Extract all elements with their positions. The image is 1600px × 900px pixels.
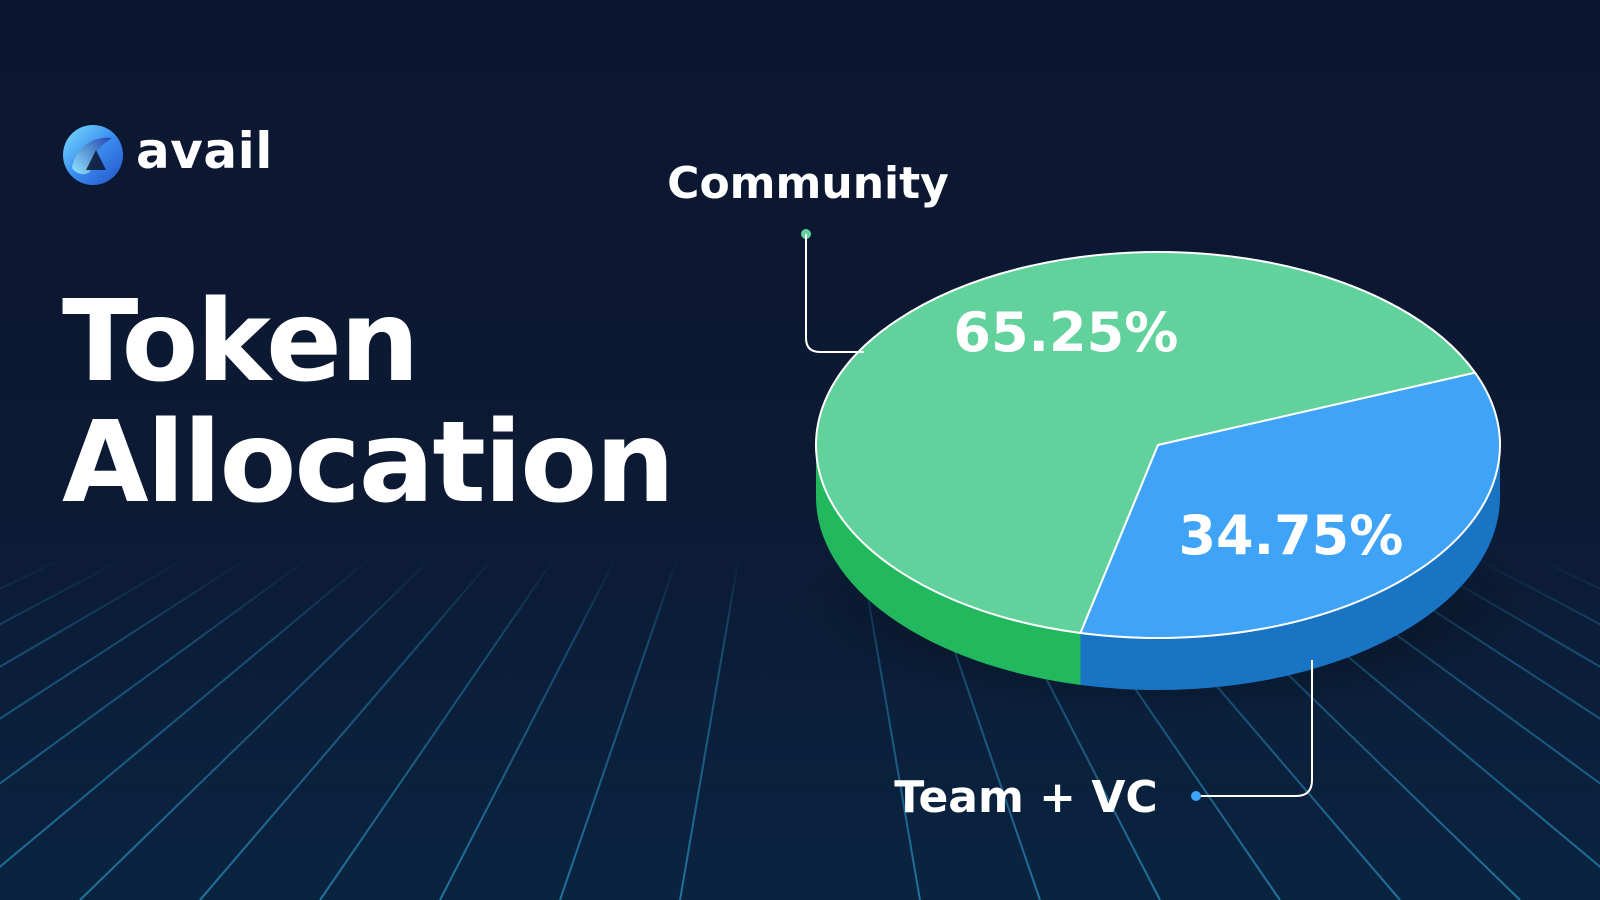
- brand-name: avail: [136, 122, 273, 180]
- community-callout-line: [805, 234, 864, 353]
- pie-slice-community-side: [816, 445, 1081, 685]
- community-value-label: 65.25%: [953, 301, 1178, 364]
- team-value-label: 34.75%: [1178, 504, 1403, 567]
- pie-slice-team-side: [1080, 445, 1500, 690]
- title-line-2: Allocation: [62, 397, 675, 528]
- grid-line: [0, 554, 253, 720]
- title-line-1: Token: [62, 277, 420, 407]
- team-callout-dot: [1191, 791, 1201, 801]
- grid-line: [0, 554, 132, 626]
- team-callout-line: [1196, 660, 1313, 797]
- avail-logo-icon: [63, 125, 123, 185]
- brand-logo: avail: [62, 122, 273, 188]
- pie-slice-team: [1079, 371, 1501, 639]
- team-legend-label: Team + VC: [894, 772, 1157, 823]
- grid-line: [0, 554, 192, 668]
- grid-line: [1468, 554, 1600, 626]
- page-title: Token Allocation: [62, 277, 675, 528]
- pie-slice-community: [815, 251, 1477, 634]
- community-legend-label: Community: [667, 158, 949, 209]
